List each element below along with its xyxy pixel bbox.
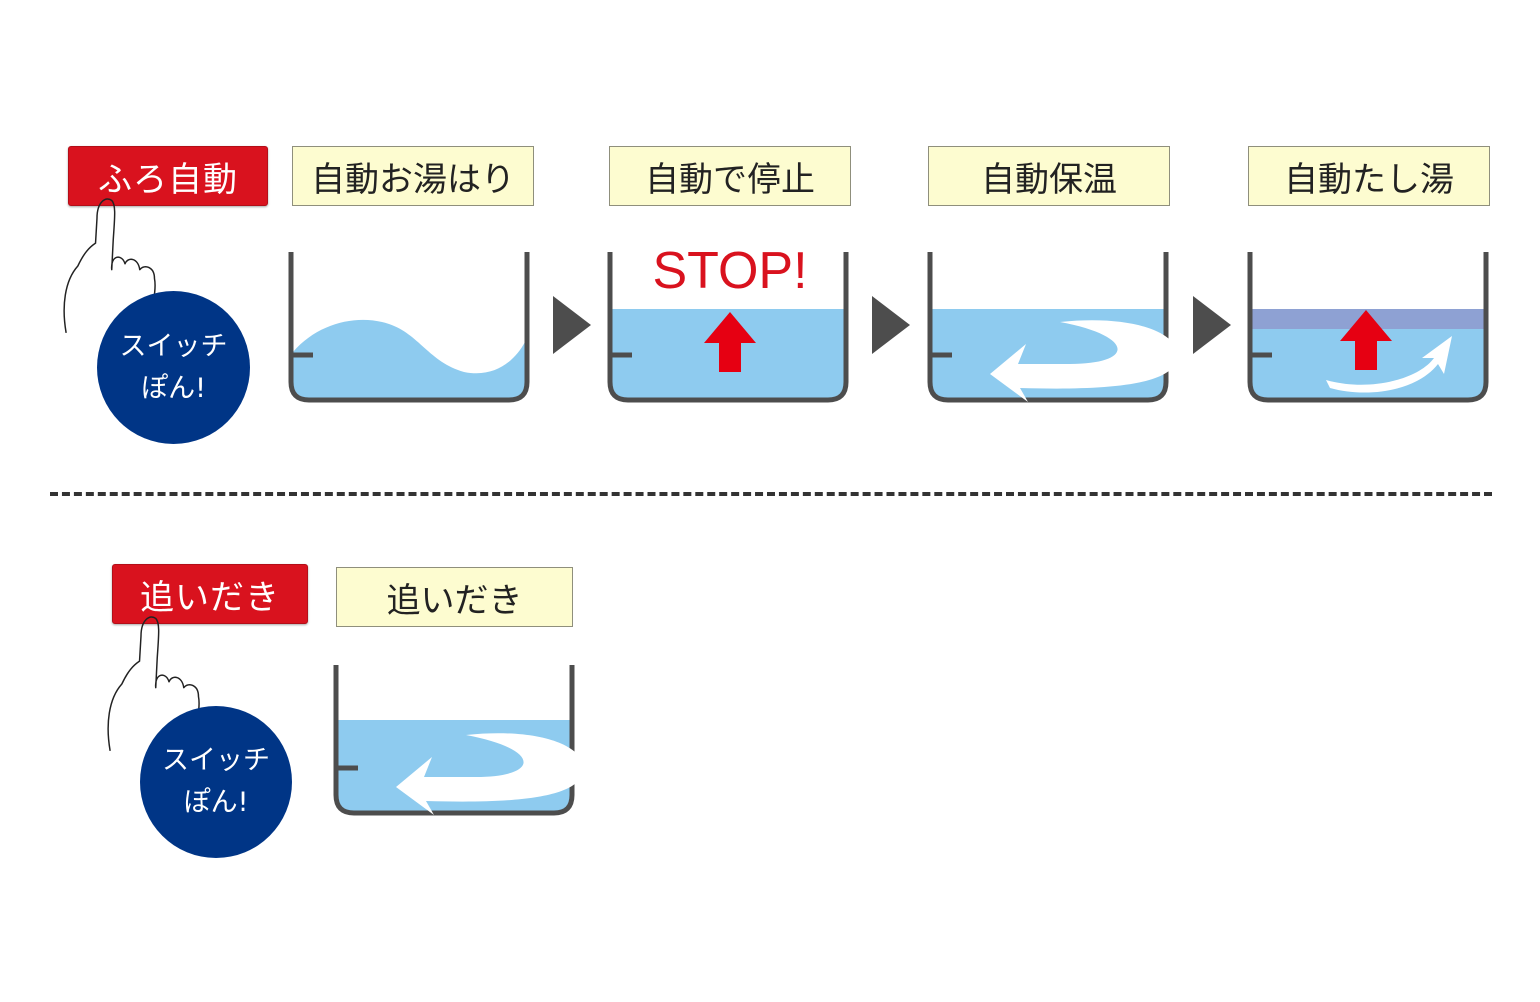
- tank-auto-top-up: [1248, 252, 1490, 404]
- switch-badge: スイッチ ぽん!: [97, 291, 250, 444]
- step-label-text: 自動お湯はり: [311, 159, 515, 200]
- step-label-auto-stop: 自動で停止: [609, 146, 851, 206]
- step-label-text: 追いだき: [386, 580, 523, 621]
- reheat-button[interactable]: 追いだき: [112, 564, 308, 624]
- step-label-auto-keep-warm: 自動保温: [928, 146, 1170, 206]
- switch-badge-line2: ぽん!: [141, 372, 206, 404]
- up-arrow-icon: [1340, 310, 1392, 370]
- step-label-auto-top-up: 自動たし湯: [1248, 146, 1490, 206]
- switch-badge-line2: ぽん!: [183, 787, 249, 818]
- switch-badge-line1: スイッチ: [119, 330, 228, 362]
- furo-auto-button-label: ふろ自動: [98, 159, 238, 200]
- section-divider: [50, 492, 1492, 496]
- tank-auto-stop: [608, 252, 850, 404]
- triangle-right-icon: [1193, 296, 1231, 354]
- tank-auto-keep-warm: [928, 252, 1178, 404]
- tank-auto-fill: [289, 252, 531, 404]
- furo-auto-button[interactable]: ふろ自動: [68, 146, 268, 206]
- triangle-right-icon: [872, 296, 910, 354]
- step-label-reheat: 追いだき: [336, 567, 573, 627]
- switch-badge: スイッチ ぽん!: [140, 706, 292, 858]
- reheat-button-label: 追いだき: [140, 577, 280, 618]
- switch-badge-line1: スイッチ: [162, 745, 270, 777]
- tank-reheat: [334, 665, 584, 817]
- diagonal-flow-arrow-icon: [1326, 336, 1452, 393]
- triangle-right-icon: [553, 296, 591, 354]
- step-label-text: 自動で停止: [645, 159, 815, 200]
- step-label-text: 自動保温: [981, 159, 1117, 200]
- water-wave: [293, 319, 525, 398]
- step-label-text: 自動たし湯: [1284, 159, 1454, 200]
- step-label-auto-fill: 自動お湯はり: [292, 146, 534, 206]
- stop-callout: STOP!: [652, 242, 808, 300]
- up-arrow-icon: [704, 312, 756, 372]
